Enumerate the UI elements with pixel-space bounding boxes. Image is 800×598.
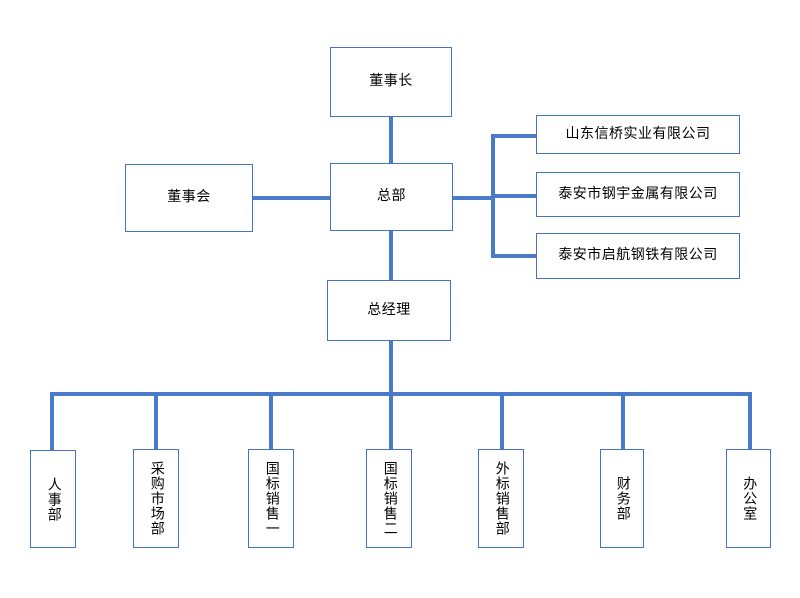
node-chairman[interactable]: 董事长 — [330, 47, 452, 117]
connector-subsidiary-1 — [491, 134, 537, 138]
connector-department-bus — [50, 392, 752, 396]
node-department-4[interactable]: 国标销售二 — [366, 449, 412, 548]
connector-subsidiary-2 — [491, 194, 537, 198]
connector-headquarters-to-general-manager — [389, 230, 393, 281]
node-subsidiary-2[interactable]: 泰安市钢宇金属有限公司 — [536, 172, 740, 217]
node-subsidiary-3[interactable]: 泰安市启航钢铁有限公司 — [536, 233, 740, 279]
connector-department-drop-6 — [621, 392, 625, 450]
node-department-3[interactable]: 国标销售一 — [248, 449, 294, 548]
connector-general-manager-to-bus — [389, 340, 393, 396]
node-board-of-directors[interactable]: 董事会 — [125, 164, 253, 232]
connector-department-drop-3 — [269, 392, 273, 450]
node-subsidiary-1[interactable]: 山东信桥实业有限公司 — [536, 115, 740, 154]
connector-headquarters-to-subsidiary-trunk — [451, 196, 495, 200]
connector-department-drop-2 — [154, 392, 158, 450]
node-department-7[interactable]: 办公室 — [726, 449, 771, 548]
node-department-1[interactable]: 人事部 — [30, 450, 76, 548]
node-department-2[interactable]: 采购市场部 — [133, 449, 179, 548]
connector-department-drop-5 — [500, 392, 504, 450]
node-department-6[interactable]: 财务部 — [600, 449, 644, 548]
node-general-manager[interactable]: 总经理 — [327, 280, 451, 341]
connector-chairman-to-headquarters — [389, 117, 393, 165]
connector-department-drop-4 — [389, 392, 393, 450]
node-department-5[interactable]: 外标销售部 — [478, 449, 524, 548]
connector-subsidiary-3 — [491, 254, 537, 258]
node-headquarters[interactable]: 总部 — [330, 163, 453, 231]
connector-department-drop-7 — [748, 392, 752, 450]
connector-board-to-headquarters — [252, 196, 331, 200]
connector-department-drop-1 — [50, 392, 54, 450]
